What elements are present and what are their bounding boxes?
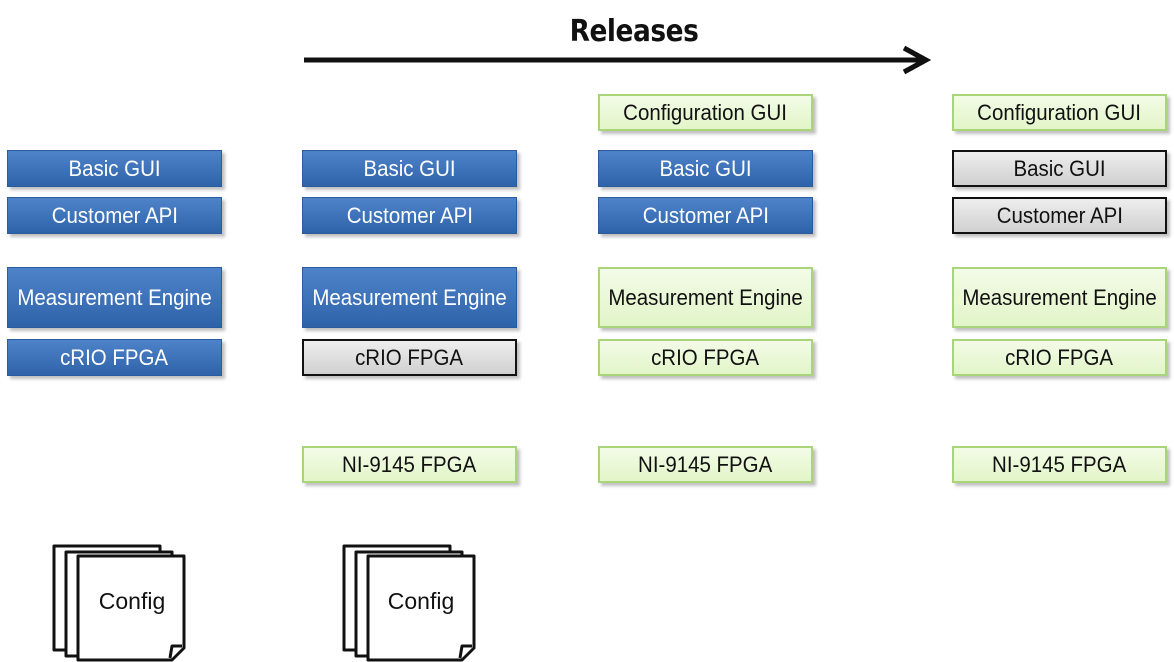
release-1-config-label: Config (98, 588, 166, 614)
release-1-basic-gui: Basic GUI (7, 150, 222, 187)
timeline-arrow (304, 45, 932, 75)
release-4-crio-fpga: cRIO FPGA (952, 339, 1167, 376)
release-2-basic-gui: Basic GUI (302, 150, 517, 187)
release-2-crio-fpga: cRIO FPGA (302, 339, 517, 376)
release-3-basic-gui: Basic GUI (598, 150, 813, 187)
release-2-measurement-engine: Measurement Engine (302, 267, 517, 328)
release-1-config-documents-icon (52, 544, 186, 662)
release-1-customer-api: Customer API (7, 197, 222, 234)
release-4-measurement-engine: Measurement Engine (952, 267, 1167, 328)
release-3-customer-api: Customer API (598, 197, 813, 234)
release-2-config-label: Config (387, 588, 455, 614)
release-2-config-documents-icon (342, 544, 476, 662)
release-4-configuration-gui: Configuration GUI (952, 94, 1167, 131)
release-4-basic-gui: Basic GUI (952, 150, 1167, 187)
release-3-measurement-engine: Measurement Engine (598, 267, 813, 328)
release-3-crio-fpga: cRIO FPGA (598, 339, 813, 376)
release-2-ni9145-fpga: NI-9145 FPGA (302, 446, 517, 483)
release-3-ni9145-fpga: NI-9145 FPGA (598, 446, 813, 483)
release-4-ni9145-fpga: NI-9145 FPGA (952, 446, 1167, 483)
release-1-measurement-engine: Measurement Engine (7, 267, 222, 328)
diagram-title: Releases (569, 14, 699, 49)
release-2-customer-api: Customer API (302, 197, 517, 234)
release-1-crio-fpga: cRIO FPGA (7, 339, 222, 376)
release-4-customer-api: Customer API (952, 197, 1167, 234)
release-3-configuration-gui: Configuration GUI (598, 94, 813, 131)
